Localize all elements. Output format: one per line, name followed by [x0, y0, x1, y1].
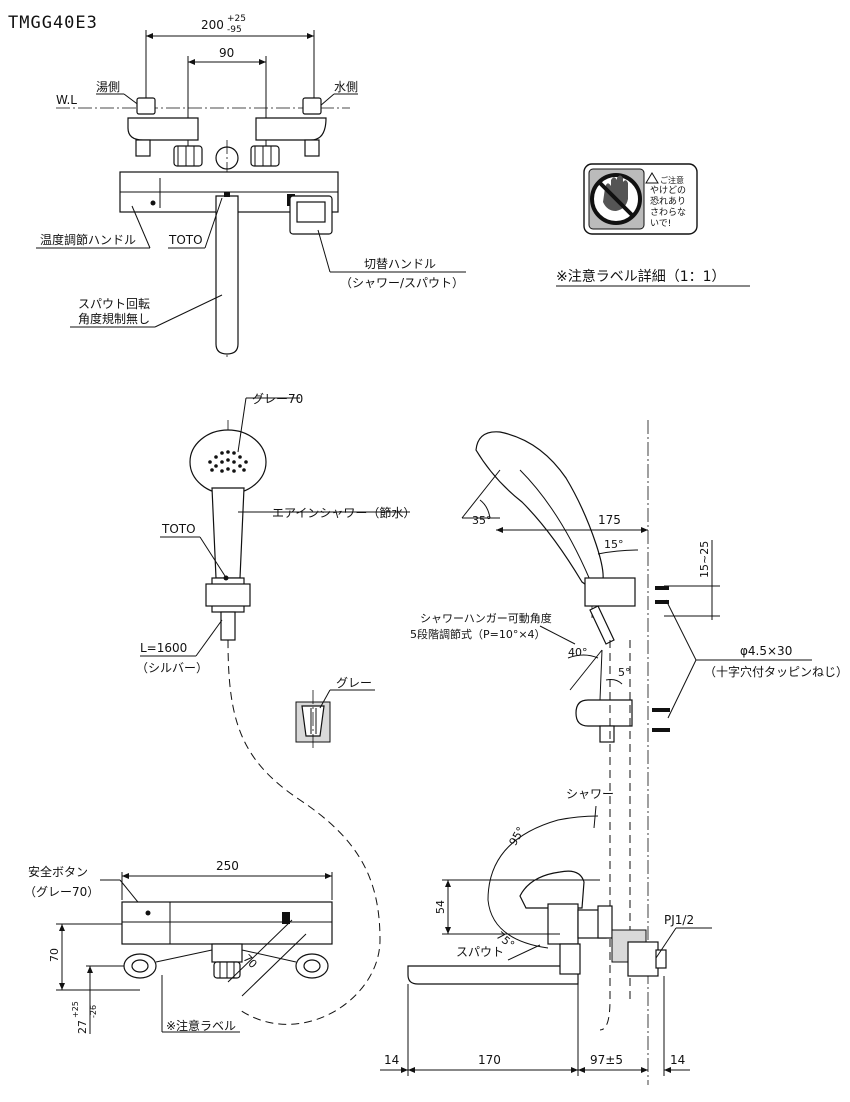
dim-97-label: 97±5 — [590, 1053, 623, 1067]
dim-200-label: 200 — [201, 18, 224, 32]
hot-side-label: 湯側 — [96, 80, 120, 94]
dim-27-tol-plus: +25 — [71, 1001, 80, 1018]
angle-15-label: 15° — [604, 538, 624, 551]
warning-icon — [645, 172, 659, 184]
hanger-angle-line2: 5段階調節式（P=10°×4） — [410, 627, 546, 641]
wl-label: W.L — [56, 93, 77, 107]
model-number: TMGG40E3 — [8, 13, 98, 33]
shower-label: シャワー — [566, 787, 614, 801]
safety-grey-label: （グレー70） — [24, 885, 99, 899]
caution-line4: さわらな — [650, 207, 686, 218]
dim-14-right-label: 14 — [670, 1053, 685, 1067]
angle-5-label: 5° — [618, 666, 631, 679]
dim-200-tol-minus: -95 — [227, 25, 242, 35]
front-view: 250 安全ボタン （グレー70） 70 27 +25 -26 — [24, 859, 333, 1034]
caution-label-note: ※注意ラベル — [166, 1018, 236, 1033]
dim-54-label: 54 — [434, 900, 447, 914]
air-in-shower-label: エアインシャワー（節水） — [272, 505, 415, 520]
angle-35-label: 35° — [472, 514, 492, 527]
shower-head-front: グレー70 エアインシャワー（節水） TOTO L=1600 （シルバー） グレ… — [136, 392, 415, 1025]
dim-170-label: 170 — [478, 1053, 501, 1067]
side-view: 35° 175 15° 15~25 シャワーハンガー可動角度 5段階調節式（P=… — [380, 420, 848, 1085]
safety-button-label: 安全ボタン — [28, 864, 88, 879]
spout-rotation-line1: スパウト回転 — [78, 297, 150, 311]
caution-line5: いで! — [650, 219, 671, 229]
angle-40-label: 40° — [568, 646, 588, 659]
caution-caption: ※注意ラベル詳細（1：1） — [556, 268, 726, 285]
hanger-angle-line1: シャワーハンガー可動角度 — [420, 611, 552, 625]
dim-70-vertical-label: 70 — [48, 948, 61, 962]
dim-15-25-label: 15~25 — [698, 541, 711, 578]
dim-27-label: 27 — [76, 1020, 89, 1034]
screw-type-label: （十字穴付タッピンねじ） — [704, 664, 848, 679]
switch-handle-label: 切替ハンドル — [364, 257, 436, 271]
caution-line2: やけどの — [650, 185, 686, 196]
dim-175-label: 175 — [598, 513, 621, 527]
hose-color-label: （シルバー） — [136, 661, 208, 675]
cold-side-label: 水側 — [334, 80, 358, 94]
caution-line3: 恐れあり — [650, 196, 686, 207]
caution-label: ご注意 やけどの 恐れあり さわらな いで! ※注意ラベル詳細（1：1） — [556, 163, 750, 287]
toto-label-shower: TOTO — [161, 522, 196, 536]
spout-label: スパウト — [456, 945, 504, 959]
caution-line1: ご注意 — [660, 175, 684, 185]
spout-rotation-line2: 角度規制無し — [78, 311, 150, 326]
toto-label-top: TOTO — [168, 233, 203, 247]
temp-handle-label: 温度調節ハンドル — [40, 232, 136, 247]
grey70-label: グレー70 — [252, 392, 303, 406]
top-view: 200 +25 -95 90 W.L 湯側 水側 — [36, 14, 466, 360]
angle-95-label: 95° — [507, 825, 528, 848]
hose-length-label: L=1600 — [140, 641, 187, 655]
dim-14-left-label: 14 — [384, 1053, 399, 1067]
switch-handle-note: （シャワー/スパウト） — [340, 276, 464, 290]
screw-spec-label: φ4.5×30 — [740, 644, 792, 658]
dim-250-label: 250 — [216, 859, 239, 873]
hanger-grey-label: グレー — [336, 676, 372, 690]
pj-label: PJ1/2 — [664, 913, 694, 927]
dim-200-tol-plus: +25 — [227, 14, 246, 24]
dim-27-tol-minus: -26 — [89, 1005, 98, 1018]
dim-90-label: 90 — [219, 46, 234, 60]
